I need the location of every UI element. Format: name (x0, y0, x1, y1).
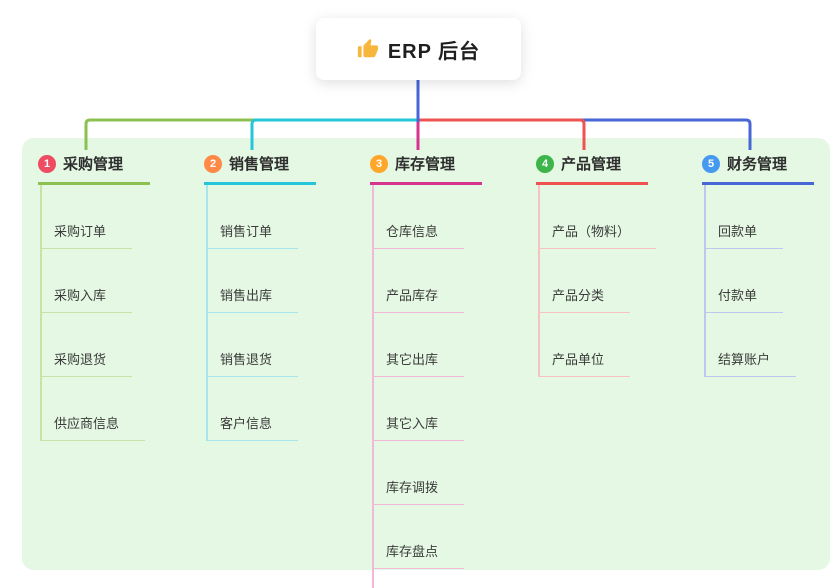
branch-label: 产品管理 (561, 156, 622, 173)
branch-sales: 2 销售管理 销售订单 销售出库 销售退货 客户信息 (204, 148, 316, 441)
node-item[interactable]: 客户信息 (206, 377, 299, 441)
node-item[interactable]: 销售出库 (206, 249, 299, 313)
background-panel (22, 138, 830, 570)
branch-header-2[interactable]: 2 销售管理 (204, 148, 316, 185)
branch-number-badge: 1 (38, 154, 56, 173)
branch-children: 产品（物料） 产品分类 产品单位 (538, 185, 657, 377)
node-item[interactable]: 结算账户 (704, 313, 797, 377)
branch-header-1[interactable]: 1 采购管理 (38, 148, 150, 185)
branch-header-3[interactable]: 3 库存管理 (370, 148, 482, 185)
branch-children: 采购订单 采购入库 采购退货 供应商信息 (40, 185, 146, 441)
branch-label: 库存管理 (395, 156, 456, 173)
node-item[interactable]: 采购入库 (40, 249, 133, 313)
node-item[interactable]: 回款单 (704, 185, 784, 249)
node-item[interactable]: 销售订单 (206, 185, 299, 249)
node-item[interactable]: 出库库明细 (372, 569, 477, 588)
node-item[interactable]: 库存盘点 (372, 505, 465, 569)
branch-label: 财务管理 (727, 156, 788, 173)
branch-header-5[interactable]: 5 财务管理 (702, 148, 814, 185)
node-item[interactable]: 其它出库 (372, 313, 465, 377)
node-item[interactable]: 采购订单 (40, 185, 133, 249)
node-item[interactable]: 其它入库 (372, 377, 465, 441)
branch-header-4[interactable]: 4 产品管理 (536, 148, 648, 185)
node-item[interactable]: 采购退货 (40, 313, 133, 377)
node-item[interactable]: 产品（物料） (538, 185, 657, 249)
branch-purchase: 1 采购管理 采购订单 采购入库 采购退货 供应商信息 (38, 148, 150, 441)
branch-product: 4 产品管理 产品（物料） 产品分类 产品单位 (536, 148, 657, 377)
node-item[interactable]: 销售退货 (206, 313, 299, 377)
node-item[interactable]: 仓库信息 (372, 185, 465, 249)
branch-children: 销售订单 销售出库 销售退货 客户信息 (206, 185, 299, 441)
node-item[interactable]: 产品分类 (538, 249, 631, 313)
branch-number-badge: 4 (536, 154, 554, 173)
node-item[interactable]: 付款单 (704, 249, 784, 313)
node-item[interactable]: 供应商信息 (40, 377, 146, 441)
root-title: ERP 后台 (387, 40, 481, 63)
branch-finance: 5 财务管理 回款单 付款单 结算账户 (702, 148, 814, 377)
node-item[interactable]: 库存调拨 (372, 441, 465, 505)
node-item[interactable]: 产品库存 (372, 249, 465, 313)
branch-inventory: 3 库存管理 仓库信息 产品库存 其它出库 其它入库 库存调拨 库存盘点 出库库… (370, 148, 482, 588)
thumbs-up-icon (357, 38, 378, 58)
root-node[interactable]: ERP 后台 (316, 18, 521, 80)
branch-label: 销售管理 (229, 156, 290, 173)
branch-number-badge: 2 (204, 154, 222, 173)
branch-number-badge: 3 (370, 154, 388, 173)
branch-children: 仓库信息 产品库存 其它出库 其它入库 库存调拨 库存盘点 出库库明细 (372, 185, 477, 588)
branch-label: 采购管理 (63, 156, 124, 173)
branch-number-badge: 5 (702, 154, 720, 173)
branch-children: 回款单 付款单 结算账户 (704, 185, 797, 377)
node-item[interactable]: 产品单位 (538, 313, 631, 377)
